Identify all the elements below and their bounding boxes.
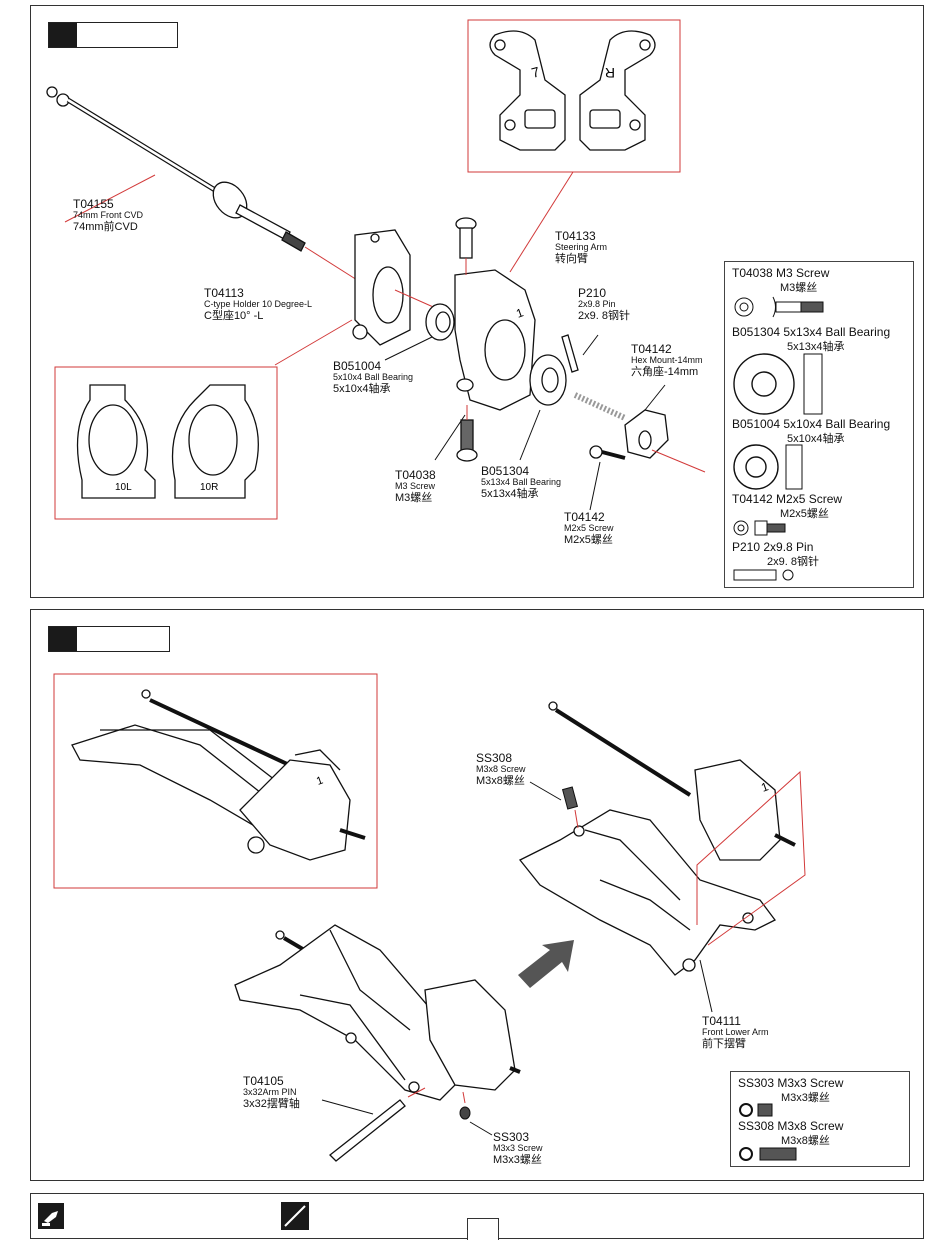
page-number-box <box>467 1218 499 1240</box>
m3-screw-top-drawing <box>455 217 477 259</box>
bearing-large-drawing <box>529 354 567 406</box>
tool-icon <box>38 1203 64 1229</box>
legend1-m3-screw-icon <box>734 296 824 318</box>
step1-panel <box>30 5 924 598</box>
legend1-bearing-small-icon <box>733 444 803 490</box>
legend2-ss308-icon <box>739 1147 797 1161</box>
steering-arms-detail <box>489 30 656 151</box>
c-holders-detail <box>76 384 259 499</box>
direction-arrow-icon <box>518 940 574 988</box>
cvd-shaft-drawing <box>46 86 306 252</box>
holder-mark-right: 10R <box>200 482 218 493</box>
assembled-arm-detail <box>71 689 366 861</box>
knuckle-mark: 1 <box>514 305 525 321</box>
knuckle-drawing <box>454 269 536 411</box>
m3-screw-bottom-drawing <box>456 419 478 462</box>
steering-arm-mark-right: R <box>605 65 615 81</box>
legend2-cn-1: M3x8螺丝 <box>781 1135 830 1147</box>
step2-drawing: 1 1 <box>53 673 806 1162</box>
diagonal-icon <box>281 1202 309 1230</box>
detail-knuckle-mark: 1 <box>315 774 325 787</box>
legend1-cn-3: M2x5螺丝 <box>780 508 829 520</box>
legend1-cn-1: 5x13x4轴承 <box>787 341 845 353</box>
legend1-title-3: T04142 M2x5 Screw <box>732 492 843 506</box>
holder-mark-left: 10L <box>115 482 132 493</box>
legend1-cn-2: 5x10x4轴承 <box>787 433 845 445</box>
legend1-bearing-large-icon <box>733 353 823 415</box>
page-footer <box>30 1193 924 1240</box>
step2-parts-legend: SS303 M3x3 Screw M3x3螺丝 SS308 M3x8 Screw… <box>730 1071 910 1167</box>
legend1-title-1: B051304 5x13x4 Ball Bearing <box>732 325 891 339</box>
ss308-screw-drawing <box>561 786 579 810</box>
legend1-title-0: T04038 M3 Screw <box>732 266 830 280</box>
step1-drawing: 7 R 10L 10R 1 <box>46 19 706 520</box>
legend1-cn-4: 2x9. 8钢针 <box>767 556 819 568</box>
bearing-small-drawing <box>425 303 455 341</box>
pin-drawing <box>561 334 579 373</box>
cvd-leader <box>64 174 156 223</box>
m2-screw-drawing <box>589 445 626 460</box>
step2-panel <box>30 609 924 1181</box>
legend1-pin-icon <box>733 569 794 581</box>
legend2-title-1: SS308 M3x8 Screw <box>738 1119 844 1133</box>
legend1-title-4: P210 2x9.8 Pin <box>732 540 814 554</box>
exploded-arm-drawing <box>518 701 796 976</box>
legend1-cn-0: M3螺丝 <box>780 282 818 294</box>
legend2-ss303-icon <box>739 1103 773 1117</box>
step1-parts-legend: T04038 M3 Screw M3螺丝 B051304 5x13x4 Ball… <box>724 261 914 588</box>
c-holder-drawing <box>352 229 411 346</box>
steering-arm-mark-left: 7 <box>530 63 542 81</box>
legend1-m2-screw-icon <box>733 520 786 536</box>
step2-number-tag <box>48 626 170 652</box>
installed-arm-drawing <box>234 924 521 1162</box>
exploded-knuckle-mark: 1 <box>759 779 770 795</box>
legend2-title-0: SS303 M3x3 Screw <box>738 1076 844 1090</box>
step1-number-tag <box>48 22 178 48</box>
legend1-title-2: B051004 5x10x4 Ball Bearing <box>732 417 891 431</box>
legend2-cn-0: M3x3螺丝 <box>781 1092 830 1104</box>
ss303-screw-drawing <box>459 1106 471 1120</box>
